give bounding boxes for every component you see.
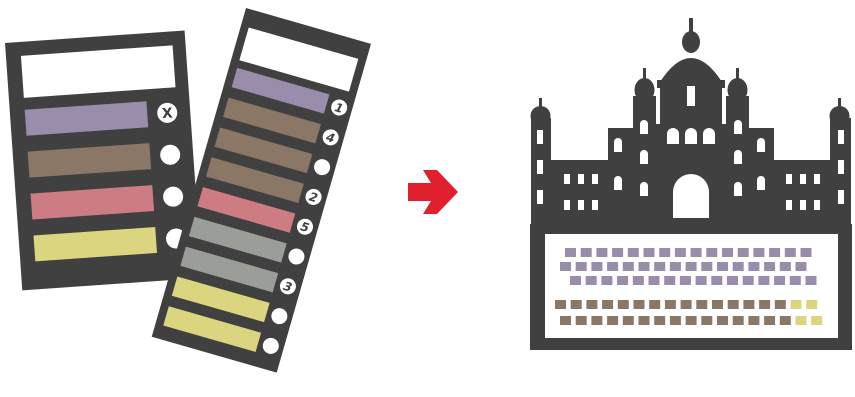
seat-yellow <box>791 300 802 309</box>
seat-brown <box>602 300 613 309</box>
seat-purple <box>570 276 581 285</box>
seat-brown <box>560 316 571 325</box>
seat-purple <box>649 276 660 285</box>
seat-brown <box>775 300 786 309</box>
seat-purple <box>596 248 607 257</box>
seat-purple <box>717 262 728 271</box>
seat-brown <box>654 316 665 325</box>
seat-purple <box>565 248 576 257</box>
seat-yellow <box>796 316 807 325</box>
seat-purple <box>654 262 665 271</box>
seat-purple <box>607 262 618 271</box>
seat-brown <box>670 316 681 325</box>
seat-brown <box>649 300 660 309</box>
seat-brown <box>639 316 650 325</box>
seat-purple <box>727 276 738 285</box>
seat-purple <box>644 248 655 257</box>
seat-purple <box>733 262 744 271</box>
seat-purple <box>639 262 650 271</box>
seat-brown <box>733 316 744 325</box>
seat-purple <box>664 276 675 285</box>
ballot-single-choice: X <box>5 30 202 290</box>
seat-purple <box>581 248 592 257</box>
seat-brown <box>748 316 759 325</box>
seat-brown <box>571 300 582 309</box>
seat-purple <box>785 248 796 257</box>
seat-purple <box>706 248 717 257</box>
seat-purple <box>696 276 707 285</box>
seat-brown <box>717 316 728 325</box>
seat-brown <box>618 300 629 309</box>
seat-purple <box>623 262 634 271</box>
seat-brown <box>681 300 692 309</box>
seat-purple <box>576 262 587 271</box>
seat-purple <box>769 248 780 257</box>
seat-purple <box>659 248 670 257</box>
arrow-right-icon <box>408 170 458 214</box>
seat-purple <box>780 262 791 271</box>
seat-purple <box>748 262 759 271</box>
seat-brown <box>764 316 775 325</box>
seat-brown <box>696 300 707 309</box>
seat-purple <box>691 248 702 257</box>
seat-yellow <box>806 300 817 309</box>
seat-yellow <box>811 316 822 325</box>
seat-brown <box>712 300 723 309</box>
seat-purple <box>560 262 571 271</box>
seat-purple <box>633 276 644 285</box>
seat-purple <box>591 262 602 271</box>
seat-brown <box>686 316 697 325</box>
seat-brown <box>555 300 566 309</box>
seat-purple <box>711 276 722 285</box>
seat-purple <box>774 276 785 285</box>
seat-purple <box>764 262 775 271</box>
seat-purple <box>628 248 639 257</box>
seat-brown <box>759 300 770 309</box>
seat-purple <box>617 276 628 285</box>
seat-brown <box>586 300 597 309</box>
seat-purple <box>743 276 754 285</box>
vote-mark: X <box>161 105 173 122</box>
seat-purple <box>586 276 597 285</box>
seat-purple <box>738 248 749 257</box>
seat-brown <box>591 316 602 325</box>
seat-purple <box>722 248 733 257</box>
seat-brown <box>701 316 712 325</box>
seat-brown <box>743 300 754 309</box>
seat-brown <box>576 316 587 325</box>
seat-purple <box>753 248 764 257</box>
seat-purple <box>701 262 712 271</box>
seat-brown <box>607 316 618 325</box>
seat-purple <box>680 276 691 285</box>
seat-brown <box>665 300 676 309</box>
seat-brown <box>780 316 791 325</box>
seat-purple <box>686 262 697 271</box>
seat-purple <box>806 276 817 285</box>
seat-purple <box>758 276 769 285</box>
seat-purple <box>601 276 612 285</box>
seat-purple <box>801 248 812 257</box>
seat-brown <box>728 300 739 309</box>
seat-brown <box>623 316 634 325</box>
seat-purple <box>790 276 801 285</box>
seat-purple <box>612 248 623 257</box>
seat-purple <box>675 248 686 257</box>
seat-brown <box>634 300 645 309</box>
seat-purple <box>796 262 807 271</box>
seat-purple <box>670 262 681 271</box>
